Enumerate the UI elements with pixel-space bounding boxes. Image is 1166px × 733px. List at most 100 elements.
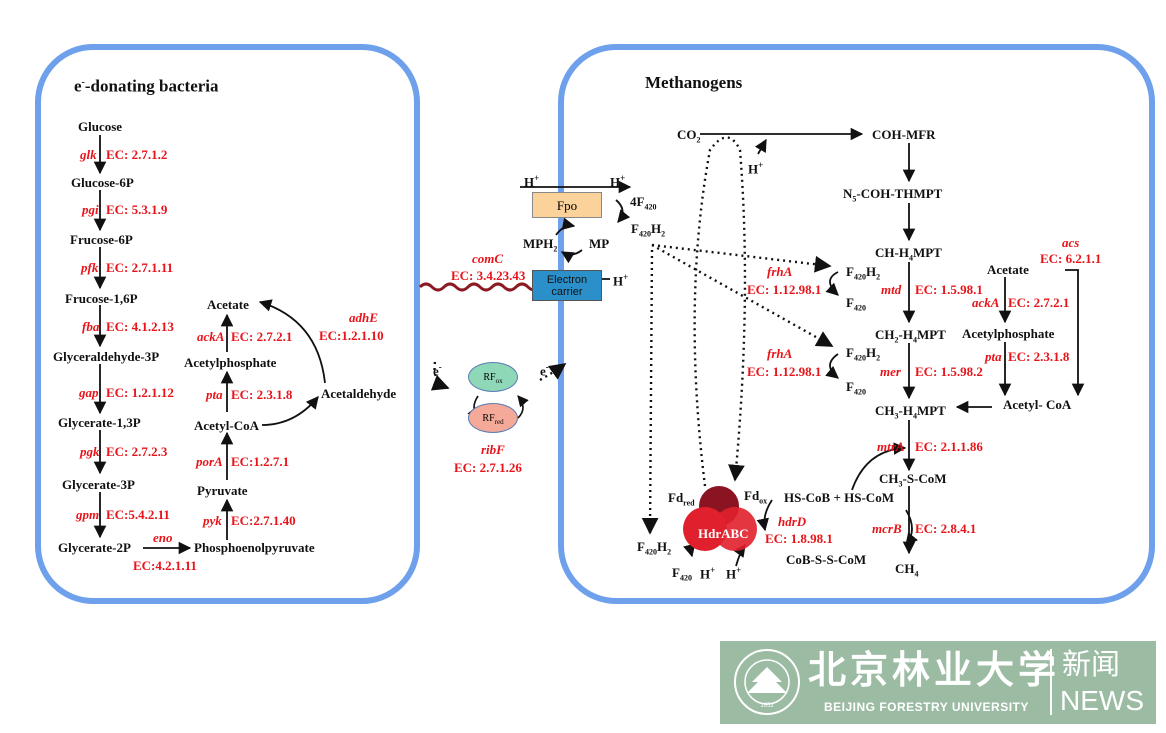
- f420h2-label-2: F420H2: [846, 345, 881, 363]
- mtd-gene: mtd: [881, 282, 902, 297]
- f420-label-3: F420: [672, 565, 692, 583]
- gap-ec: EC: 1.2.1.12: [106, 385, 174, 400]
- gpm-ec: EC:5.4.2.11: [106, 507, 170, 522]
- hs-cob-label: HS-CoB + HS-CoM: [784, 490, 894, 505]
- glycerate-3p-label: Glycerate-3P: [62, 477, 135, 492]
- f420-4-label: 4F420: [630, 194, 657, 212]
- pyruvate-label: Pyruvate: [197, 483, 248, 498]
- h-plus-a: H+: [700, 565, 716, 582]
- fba-ec: EC: 4.1.2.13: [106, 319, 174, 334]
- glycerate-13p-label: Glycerate-1,3P: [58, 415, 141, 430]
- mcrb-ec: EC: 2.8.4.1: [915, 521, 977, 536]
- rf-ox: RFox: [468, 362, 518, 392]
- hdrd-gene: hdrD: [778, 514, 807, 529]
- mer-ec: EC: 1.5.98.2: [915, 364, 983, 379]
- frucose-6p-label: Frucose-6P: [70, 232, 133, 247]
- ch3-h4mpt-label: CH3-H4MPT: [875, 403, 946, 421]
- h-plus-b: H+: [726, 565, 742, 582]
- pyk-ec: EC:2.7.1.40: [231, 513, 296, 528]
- ch2-h4mpt-label: CH2-H4MPT: [875, 327, 946, 345]
- pgk-ec: EC: 2.7.2.3: [106, 444, 168, 459]
- cob-s-s-com-label: CoB-S-S-CoM: [786, 552, 867, 567]
- glycerate-2p-label: Glycerate-2P: [58, 540, 131, 555]
- hdrabc-label: HdrABC: [698, 526, 749, 541]
- h-plus-right: H+: [610, 173, 626, 190]
- comc-ec: EC: 3.4.23.43: [451, 268, 526, 283]
- svg-text:1952: 1952: [760, 703, 774, 709]
- pgk-gene: pgk: [80, 444, 100, 459]
- f420h2-label-1: F420H2: [846, 264, 881, 282]
- acetylphosphate-label: Acetylphosphate: [184, 355, 277, 370]
- h-plus-carrier: H+: [613, 272, 629, 289]
- fpo-complex: Fpo: [532, 192, 602, 218]
- f420h2-label-3: F420H2: [637, 539, 672, 557]
- mcrb-gene: mcrB: [872, 521, 902, 536]
- gpm-gene: gpm: [76, 507, 100, 522]
- h-plus-left: H+: [524, 173, 540, 190]
- n5-coh-thmpt-label: N5-COH-THMPT: [843, 186, 943, 204]
- ch4-label: CH4: [895, 561, 919, 579]
- bjfu-news-logo: 1952 北京林业大学 BEIJING FORESTRY UNIVERSITY …: [720, 641, 1156, 724]
- acetate-label: Acetate: [207, 297, 249, 312]
- adhe-ec: EC:1.2.1.10: [319, 328, 384, 343]
- methanogens-panel: [558, 44, 1155, 604]
- rf-red: RFred: [468, 403, 518, 433]
- fd-red-label: Fdred: [668, 490, 695, 508]
- acka-gene-right: ackA: [972, 295, 1000, 310]
- coh-mfr-label: COH-MFR: [872, 127, 936, 142]
- adhe-gene: adhE: [349, 310, 378, 325]
- fba-gene: fba: [82, 319, 100, 334]
- electron-left: e-: [433, 362, 442, 379]
- pyk-gene: pyk: [203, 513, 222, 528]
- pora-gene: porA: [196, 454, 223, 469]
- university-name-en: BEIJING FORESTRY UNIVERSITY: [824, 700, 1029, 714]
- electron-right: e-: [540, 362, 549, 379]
- glyceraldehyde-3p-label: Glyceraldehyde-3P: [53, 349, 160, 364]
- hdrd-ec: EC: 1.8.98.1: [765, 531, 833, 546]
- frha-gene-1: frhA: [767, 264, 793, 279]
- acka-gene: ackA: [197, 329, 225, 344]
- pfk-gene: pfk: [81, 260, 99, 275]
- pfk-ec: EC: 2.7.1.11: [106, 260, 174, 275]
- eno-ec: EC:4.2.1.11: [133, 558, 197, 573]
- comc-gene: comC: [472, 251, 504, 266]
- mer-gene: mer: [880, 364, 901, 379]
- donating-bacteria-panel: [35, 44, 420, 604]
- glk-gene: glk: [80, 147, 97, 162]
- pta-ec-right: EC: 2.3.1.8: [1008, 349, 1070, 364]
- university-name-zh: 北京林业大学: [808, 648, 1061, 692]
- acs-gene: acs: [1062, 235, 1080, 250]
- gap-gene: gap: [79, 385, 99, 400]
- pta-gene-right: pta: [985, 349, 1002, 364]
- pta-ec: EC: 2.3.1.8: [231, 387, 293, 402]
- acetaldehyde-label: Acetaldehyde: [321, 386, 397, 401]
- pora-ec: EC:1.2.7.1: [231, 454, 290, 469]
- glucose-label: Glucose: [78, 119, 123, 134]
- fd-ox-label: Fdox: [744, 488, 768, 506]
- phosphoenolpyruvate-label: Phosphoenolpyruvate: [194, 540, 315, 555]
- mph2-label: MPH2: [523, 236, 558, 254]
- acka-ec: EC: 2.7.2.1: [231, 329, 293, 344]
- acetyl-coa-label-right: Acetyl- CoA: [1003, 397, 1072, 412]
- glk-ec: EC: 2.7.1.2: [106, 147, 168, 162]
- acetylphosphate-label-right: Acetylphosphate: [962, 326, 1055, 341]
- pta-gene: pta: [206, 387, 223, 402]
- eno-gene: eno: [153, 530, 173, 545]
- news-en: NEWS: [1060, 685, 1144, 716]
- mtra-gene: mtrA: [877, 439, 905, 454]
- mp-label: MP: [589, 236, 610, 251]
- h-plus-co2: H+: [748, 160, 764, 177]
- mtra-ec: EC: 2.1.1.86: [915, 439, 983, 454]
- right-panel-title: Methanogens: [645, 73, 743, 92]
- ribf-gene: ribF: [481, 442, 505, 457]
- glucose-6p-label: Glucose-6P: [71, 175, 134, 190]
- ribf-ec: EC: 2.7.1.26: [454, 460, 522, 475]
- f420-label-2: F420: [846, 379, 866, 397]
- frucose-16p-label: Frucose-1,6P: [65, 291, 138, 306]
- pgi-gene: pgi: [82, 202, 99, 217]
- electron-carrier: Electron carrier: [532, 270, 602, 301]
- co2-label: CO2: [677, 127, 701, 145]
- frha-ec-1: EC: 1.12.98.1: [747, 282, 822, 297]
